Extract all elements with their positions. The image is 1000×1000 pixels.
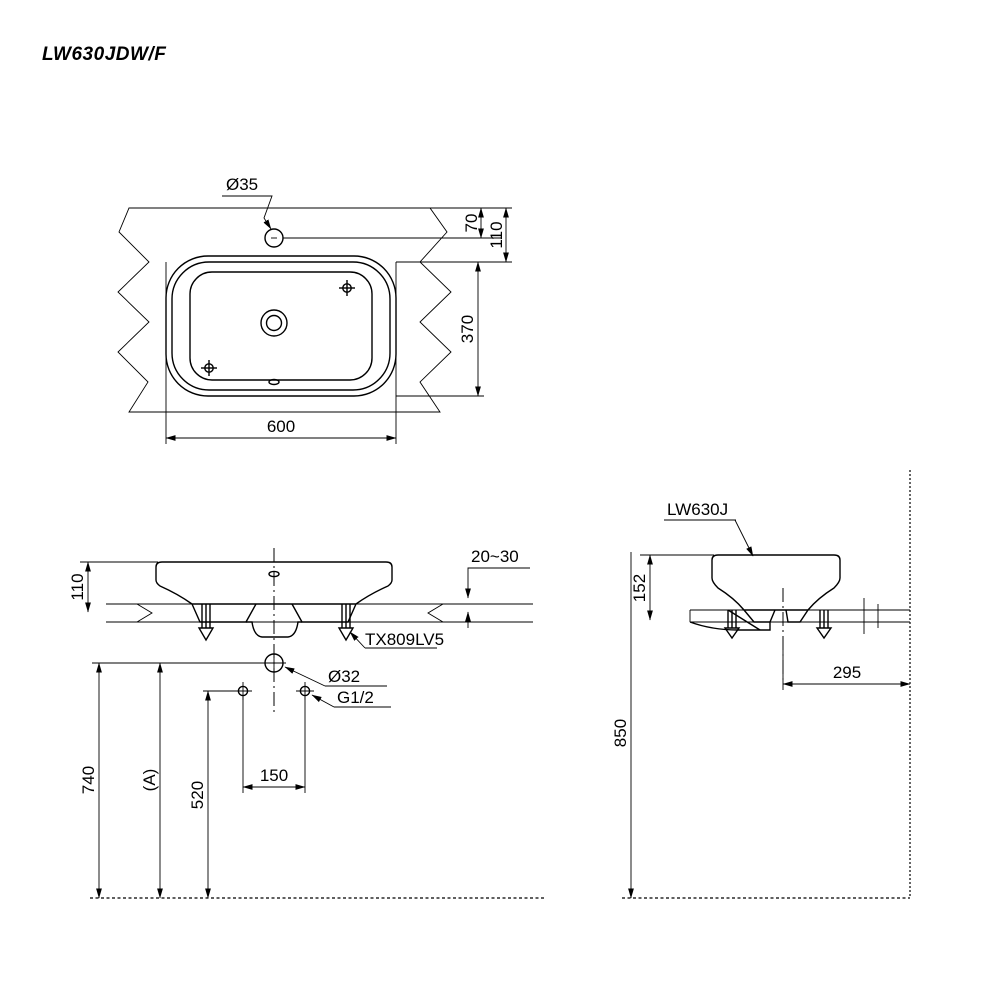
dimension-basin-total-height: 152 [630, 554, 714, 621]
counter-slab-front [106, 603, 464, 623]
dimension-basin-width: 600 [165, 262, 397, 444]
callout-supply-thread-label: G1/2 [337, 688, 374, 707]
basin-profile-side [711, 554, 841, 611]
dimension-supply-spacing-label: 150 [260, 766, 288, 785]
dimension-counter-thickness-label: 20~30 [471, 547, 519, 566]
basin-underside-front [191, 603, 257, 623]
callout-drain-pipe-diameter: Ø32 [284, 666, 387, 687]
dimension-basin-height-above-counter: 110 [68, 561, 158, 613]
side-section-group: LW630J 152 850 295 [611, 470, 911, 899]
dimension-rim-total-depth: 110 [487, 207, 509, 263]
dimension-floor-to-supply-label: 520 [188, 781, 207, 809]
dimension-floor-to-counter: 850 [611, 552, 634, 899]
basin-rim-middle [171, 261, 391, 391]
mounting-bolt-side-right [815, 610, 833, 640]
dimension-rim-back-offset-label: 70 [462, 214, 481, 233]
callout-drain-pipe-diameter-label: Ø32 [328, 667, 360, 686]
callout-supply-thread: G1/2 [311, 688, 391, 708]
basin-underside-side [743, 609, 776, 623]
dimension-rim-total-depth-label: 110 [487, 221, 506, 248]
basin-bowl-inner [189, 271, 373, 381]
dimension-wall-to-centerline-label: 295 [833, 663, 861, 682]
callout-hole-diameter-label: Ø35 [226, 175, 258, 194]
callout-product-model: LW630J [664, 500, 754, 557]
dimension-basin-height-above-counter-label: 110 [68, 573, 87, 600]
callout-product-model-label: LW630J [667, 500, 728, 519]
mounting-bolt-side-left [723, 610, 741, 640]
fixing-point-marker-bottom-left [201, 360, 217, 376]
callout-drain-fitting: TX809LV5 [349, 630, 444, 649]
fixing-point-marker-top-right [339, 280, 355, 296]
overflow-slot [268, 378, 280, 386]
dimension-basin-depth-label: 370 [458, 315, 477, 343]
mounting-bolt-left [197, 604, 215, 642]
dimension-floor-to-drain: (A) [140, 662, 163, 899]
dimension-floor-to-counter-label: 850 [611, 719, 630, 747]
mounting-bolt-right [337, 604, 355, 642]
dimension-basin-total-height-label: 152 [630, 574, 649, 602]
counter-slab-side [689, 609, 910, 623]
dimension-floor-to-basin-rim: 740 [79, 662, 270, 899]
dimension-basin-width-label: 600 [267, 417, 295, 436]
counter-outline-top [117, 207, 452, 413]
dimension-counter-thickness: 20~30 [455, 547, 533, 628]
dimension-floor-to-drain-label: (A) [140, 769, 159, 792]
dimension-floor-to-supply: 520 [188, 690, 240, 899]
drain-sump-front [246, 621, 302, 638]
dimension-supply-spacing: 150 [242, 695, 306, 793]
dimension-wall-to-centerline: 295 [782, 640, 911, 690]
drain-outlet-top [260, 309, 288, 337]
callout-drain-fitting-label: TX809LV5 [365, 630, 444, 649]
dimension-floor-to-basin-rim-label: 740 [79, 766, 98, 794]
page-title: LW630JDW/F [42, 44, 167, 65]
dimension-basin-depth: 370 [396, 261, 484, 397]
callout-hole-diameter: Ø35 [222, 175, 273, 230]
top-view-group: Ø35 70 110 370 600 [117, 175, 512, 444]
dimension-rim-back-offset: 70 [462, 207, 484, 239]
front-elevation-group: 110 20~30 TX809LV5 Ø32 [68, 547, 545, 899]
basin-profile-front [155, 561, 393, 605]
